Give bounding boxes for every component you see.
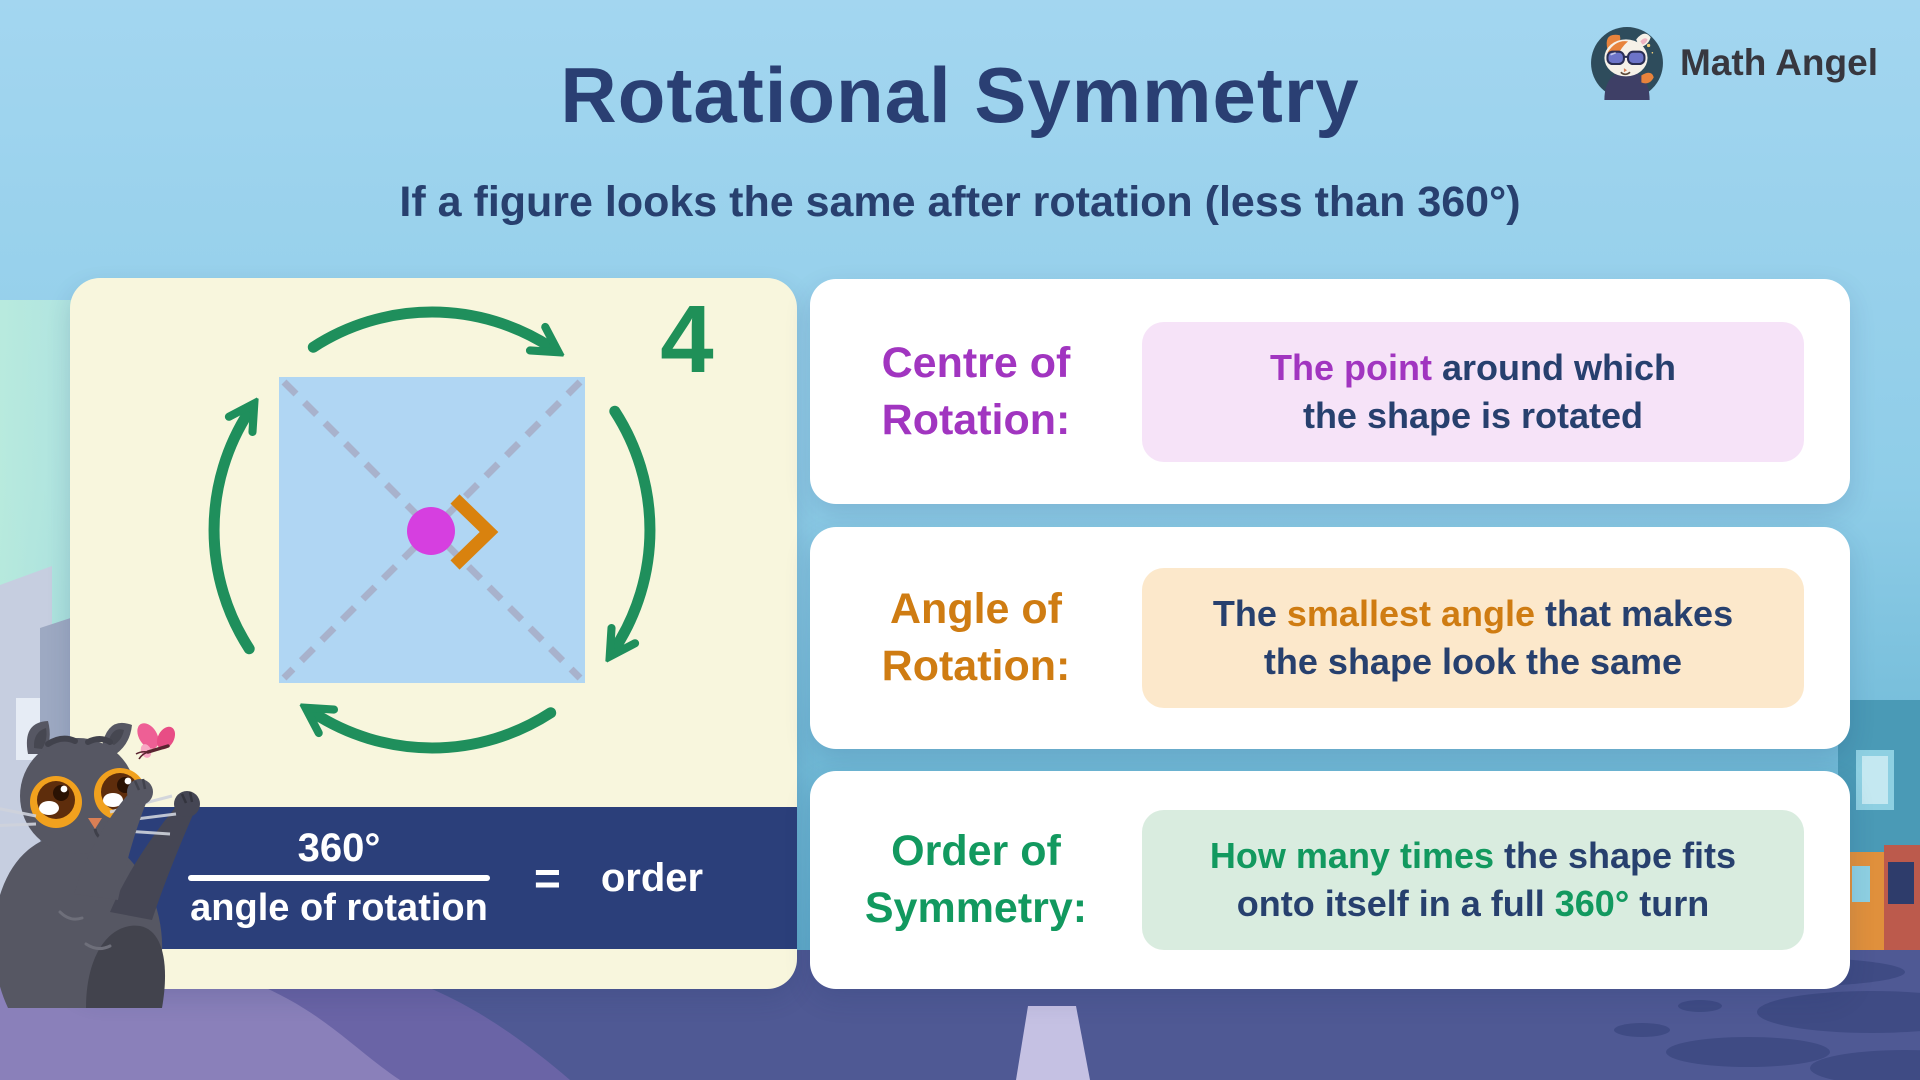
card-label: Order of Symmetry: [810,771,1142,989]
fraction-denominator: angle of rotation [190,887,488,929]
brand-logo: Math Angel [1590,26,1878,100]
rotation-diagram-panel: 4 360° angle of rotation = order [70,278,797,989]
pink-butterfly-icon [135,723,176,760]
card-label: Angle of Rotation: [810,527,1142,749]
cat-eyes [30,768,146,828]
equals-sign: = [534,852,561,904]
page-title: Rotational Symmetry [560,51,1360,139]
card-angle-of-rotation: Angle of Rotation: The smallest angle th… [810,527,1850,749]
card-label-line2: Symmetry: [864,884,1088,932]
angle-chevron-icon [450,494,499,570]
grey-cat-character-icon [0,721,200,1008]
brand-name: Math Angel [1679,42,1878,83]
centre-of-rotation-dot [407,507,455,555]
sunglasses-icon [1606,50,1646,66]
fraction: 360° angle of rotation [188,826,490,930]
card-centre-of-rotation: Centre of Rotation: The point around whi… [810,279,1850,504]
right-buildings [1838,700,1920,977]
definition-pill: The smallest angle that makes the shape … [1142,568,1804,708]
order-formula-bar: 360° angle of rotation = order [70,807,797,949]
definition-line1: The smallest angle that makes [1212,593,1734,634]
formula-result: order [600,855,704,900]
card-label: Centre of Rotation: [810,279,1142,504]
cat-avatar-icon [1591,27,1663,100]
road-centre-line [1016,1006,1090,1080]
order-number: 4 [660,286,714,393]
definition-line1: How many times the shape fits [1209,835,1737,876]
definition-line2: onto itself in a full 360° turn [1236,883,1710,924]
definition-line2: the shape is rotated [1302,394,1644,436]
square-rotation-diagram [208,306,656,754]
card-label-line1: Order of [891,827,1061,875]
definition-line2: the shape look the same [1263,641,1683,682]
fraction-line [188,875,490,881]
rotation-arrows-icon [208,306,656,754]
card-label-line1: Angle of [890,585,1062,633]
card-order-of-symmetry: Order of Symmetry: How many times the sh… [810,771,1850,989]
card-label-line1: Centre of [881,338,1071,387]
page-subtitle: If a figure looks the same after rotatio… [399,178,1521,226]
definition-pill: The point around which the shape is rota… [1142,321,1804,462]
definition-line1: The point around which [1270,346,1676,388]
fraction-numerator: 360° [297,826,381,870]
definition-pill: How many times the shape fits onto itsel… [1142,810,1804,950]
card-label-line2: Rotation: [881,395,1071,444]
card-label-line2: Rotation: [881,642,1071,690]
